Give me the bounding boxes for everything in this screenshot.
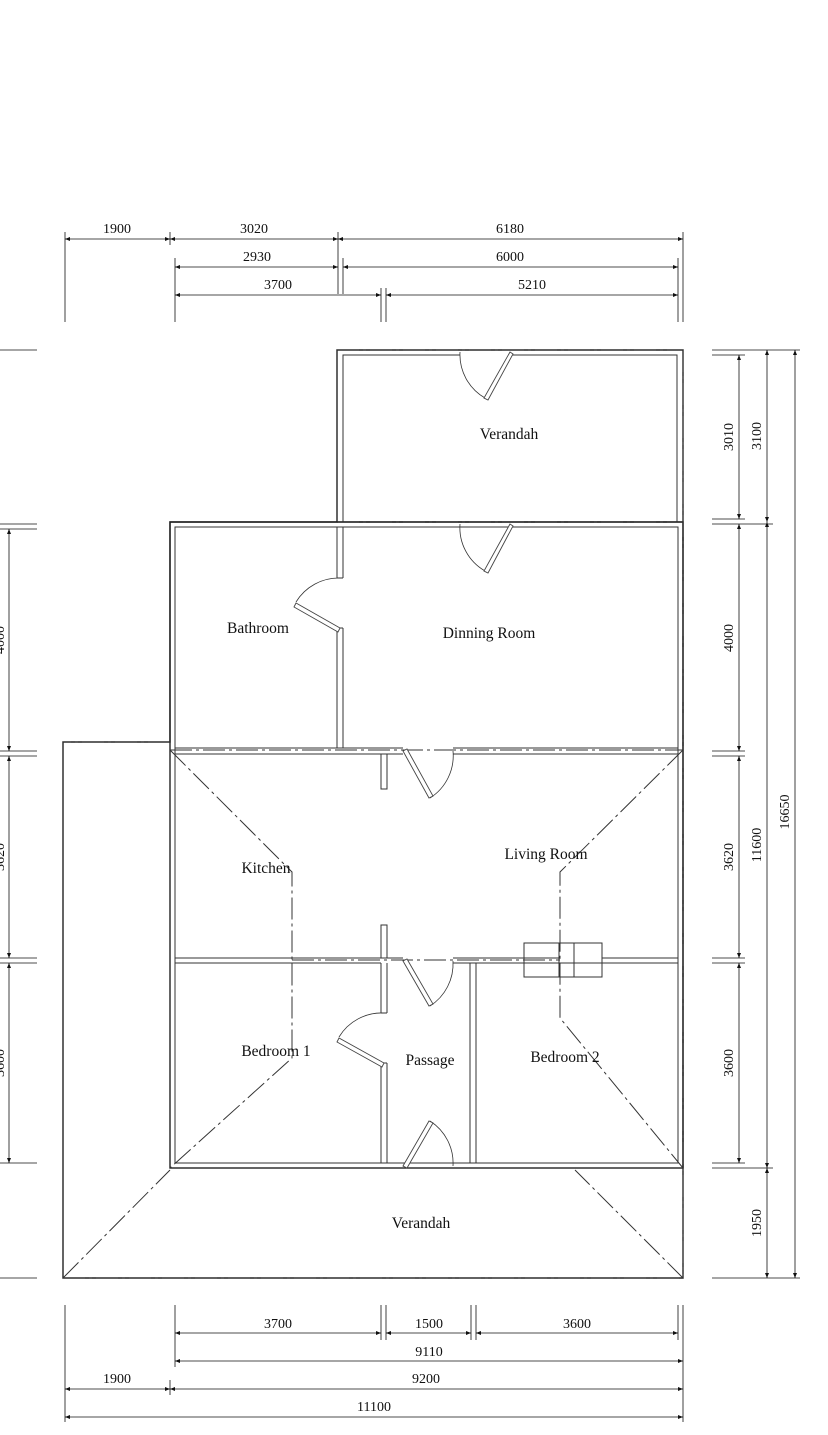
door-living-room bbox=[402, 748, 454, 799]
roof-lines bbox=[62, 349, 684, 1279]
dim-bottom-11100: 11100 bbox=[357, 1400, 391, 1415]
dim-top-3700: 3700 bbox=[264, 278, 292, 293]
dimension-labels-right: 3010 4000 3620 3600 3100 11600 1950 1665… bbox=[722, 422, 793, 1237]
dimensions-top bbox=[64, 232, 684, 322]
dim-right-11600: 11600 bbox=[750, 828, 765, 862]
door-passage-top bbox=[402, 958, 454, 1007]
door-bathroom bbox=[293, 577, 341, 633]
dim-right-3620: 3620 bbox=[722, 843, 737, 871]
room-label-bedroom-1: Bedroom 1 bbox=[241, 1043, 310, 1060]
dimensions-bottom bbox=[64, 1305, 684, 1422]
dim-left-3600: 3600 bbox=[0, 1049, 8, 1077]
dim-top-2930: 2930 bbox=[243, 250, 271, 265]
dim-bottom-1500: 1500 bbox=[415, 1317, 443, 1332]
room-label-bedroom-2: Bedroom 2 bbox=[530, 1049, 599, 1066]
dim-top-5210: 5210 bbox=[518, 278, 546, 293]
dim-left-4000: 4000 bbox=[0, 626, 8, 654]
outer-outline bbox=[62, 349, 684, 1279]
door-verandah-top bbox=[459, 351, 514, 401]
dim-top-3020: 3020 bbox=[240, 222, 268, 237]
cabinet bbox=[523, 942, 603, 978]
dim-right-3100: 3100 bbox=[750, 422, 765, 450]
dim-left-3620: 3620 bbox=[0, 843, 8, 871]
dim-bottom-9200: 9200 bbox=[412, 1372, 440, 1387]
dim-right-16650: 16650 bbox=[778, 795, 793, 830]
dim-bottom-3600: 3600 bbox=[563, 1317, 591, 1332]
dim-right-3600: 3600 bbox=[722, 1049, 737, 1077]
dimension-labels-top: 1900 3020 6180 2930 6000 3700 5210 bbox=[103, 222, 546, 293]
dim-top-1900: 1900 bbox=[103, 222, 131, 237]
dim-top-6000: 6000 bbox=[496, 250, 524, 265]
room-label-verandah-top: Verandah bbox=[480, 426, 539, 443]
dim-right-1950: 1950 bbox=[750, 1209, 765, 1237]
room-label-bathroom: Bathroom bbox=[227, 620, 289, 637]
door-passage-bottom bbox=[402, 1120, 454, 1169]
dimension-labels-bottom: 3700 1500 3600 9110 1900 9200 11100 bbox=[103, 1317, 591, 1415]
dim-right-4000: 4000 bbox=[722, 624, 737, 652]
dimensions-left bbox=[0, 349, 37, 1279]
room-label-living-room: Living Room bbox=[504, 846, 587, 863]
room-label-verandah-bottom: Verandah bbox=[392, 1215, 451, 1232]
dim-bottom-1900: 1900 bbox=[103, 1372, 131, 1387]
dim-bottom-9110: 9110 bbox=[415, 1345, 442, 1360]
dim-bottom-3700: 3700 bbox=[264, 1317, 292, 1332]
dim-top-6180: 6180 bbox=[496, 222, 524, 237]
dim-right-3010: 3010 bbox=[722, 423, 737, 451]
room-label-kitchen: Kitchen bbox=[241, 860, 290, 877]
walls bbox=[62, 349, 684, 1279]
room-label-dinning-room: Dinning Room bbox=[443, 625, 536, 642]
door-bedroom-1 bbox=[336, 1012, 385, 1068]
dimension-labels-left: 4000 3620 3600 bbox=[0, 626, 8, 1077]
door-dinning-room bbox=[459, 523, 514, 574]
doors bbox=[293, 351, 603, 1169]
room-labels: Verandah Bathroom Dinning Room Kitchen L… bbox=[227, 426, 600, 1232]
room-label-passage: Passage bbox=[405, 1052, 454, 1069]
house-wall bbox=[169, 521, 684, 1169]
dimensions-right bbox=[712, 349, 800, 1279]
